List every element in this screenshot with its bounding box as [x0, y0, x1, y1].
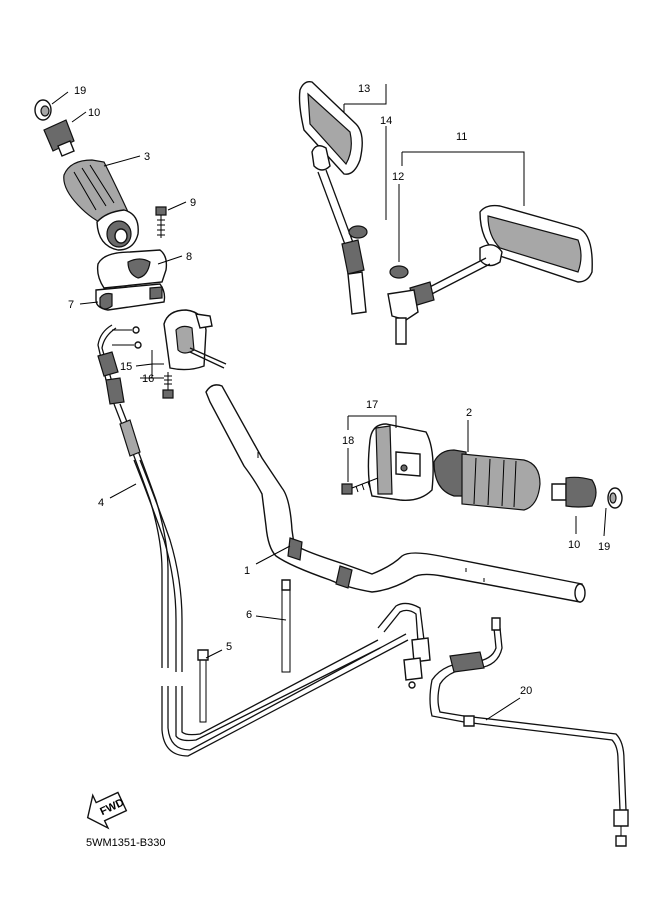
callout-12: 12 — [392, 171, 404, 183]
part-4-throttle-cables — [113, 403, 431, 757]
part-19-end-cap-right — [607, 487, 623, 509]
part-8-throttle-housing-upper — [96, 249, 168, 289]
diagram-code: 5WM1351-B330 — [86, 837, 166, 849]
callout-20: 20 — [520, 685, 532, 697]
callout-19-right: 19 — [598, 541, 610, 553]
part-14-mirror-cap-left — [348, 225, 368, 239]
callout-15: 15 — [120, 361, 132, 373]
callout-1: 1 — [244, 565, 250, 577]
callout-9: 9 — [190, 197, 196, 209]
part-12-mirror-cap-right — [389, 265, 409, 279]
part-3-grip-left — [63, 159, 139, 251]
part-10-bar-end-weight-right — [551, 476, 597, 508]
part-16-screw — [162, 372, 174, 399]
part-19-end-cap-left — [34, 99, 52, 121]
callout-13: 13 — [358, 83, 370, 95]
part-17-right-switch — [367, 423, 434, 501]
callout-5: 5 — [226, 641, 232, 653]
callout-10-right: 10 — [568, 539, 580, 551]
part-6-cable-tie — [281, 579, 291, 673]
callout-7: 7 — [68, 299, 74, 311]
part-20-clutch-cable — [429, 617, 629, 847]
leader-lines — [51, 84, 607, 721]
part-switch-holder-left — [163, 309, 227, 371]
part-10-bar-end-weight-left — [43, 119, 75, 157]
part-18-screw — [341, 477, 379, 495]
callout-labels: 19 10 3 9 8 7 15 16 4 13 14 11 12 17 18 … — [68, 83, 610, 697]
part-1-handlebar — [205, 384, 586, 603]
callout-16: 16 — [142, 373, 154, 385]
callout-11: 11 — [456, 131, 467, 143]
callout-19-left: 19 — [74, 85, 86, 97]
callout-6: 6 — [246, 609, 252, 621]
callout-3: 3 — [144, 151, 150, 163]
part-13-mirror-left — [298, 80, 367, 315]
part-2-grip-right — [433, 449, 541, 511]
callout-14: 14 — [380, 115, 392, 127]
part-5-cable-tie — [197, 649, 209, 723]
callout-2: 2 — [466, 407, 472, 419]
part-9-screw — [155, 206, 167, 238]
callout-4: 4 — [98, 497, 104, 509]
callout-10-left: 10 — [88, 107, 100, 119]
callout-17: 17 — [366, 399, 378, 411]
throttle-cable-ends — [97, 324, 142, 405]
callout-18: 18 — [342, 435, 354, 447]
fwd-arrow-icon: FWD — [86, 791, 128, 830]
callout-8: 8 — [186, 251, 192, 263]
part-7-throttle-housing-lower — [95, 283, 166, 311]
part-11-mirror-right — [387, 204, 593, 345]
